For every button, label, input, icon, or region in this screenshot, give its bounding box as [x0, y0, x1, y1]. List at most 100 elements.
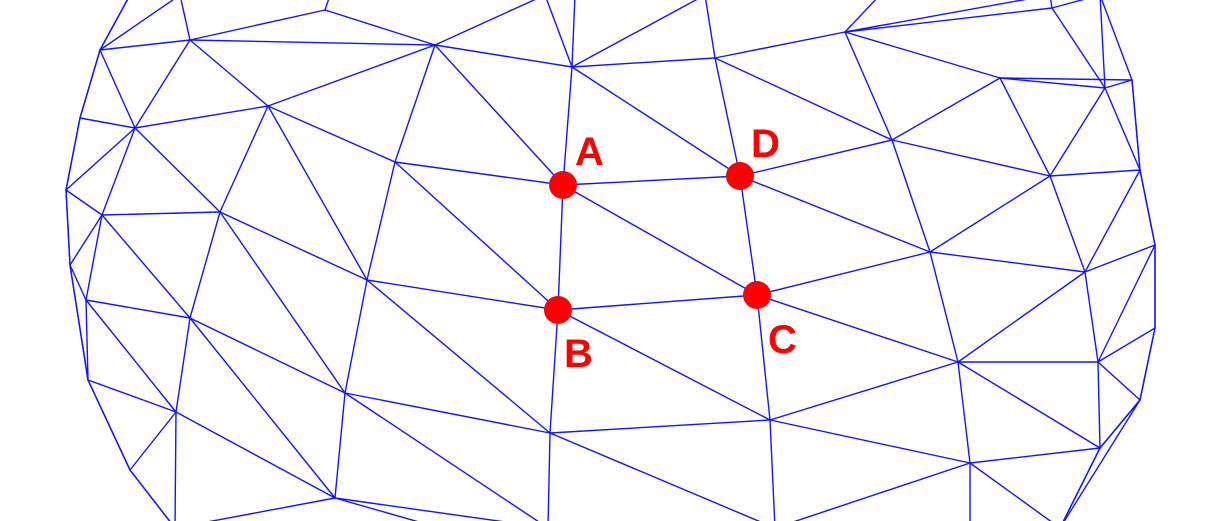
mesh-edges	[65, 0, 1156, 521]
mesh-edge	[549, 309, 559, 434]
mesh-edge	[769, 361, 959, 421]
mesh-edge	[175, 317, 191, 413]
mesh-edge	[1097, 327, 1156, 363]
mesh-edge	[571, 57, 716, 68]
mesh-edge	[99, 39, 191, 51]
mesh-edge	[101, 127, 136, 216]
mesh-edge	[101, 211, 221, 216]
mesh-edge	[1051, 7, 1106, 89]
mesh-edge	[366, 161, 396, 281]
mesh-edge	[87, 379, 177, 413]
mesh-edge	[189, 211, 221, 319]
mesh-edge	[844, 7, 1053, 33]
mesh-edge	[891, 77, 1001, 141]
mesh-edge	[134, 127, 221, 213]
mesh-edge	[174, 411, 177, 521]
mesh-edge	[189, 317, 346, 394]
mesh-edge	[1104, 79, 1133, 89]
mesh-edge	[175, 411, 336, 499]
mesh-edge	[999, 77, 1106, 89]
mesh-edge	[891, 139, 931, 253]
label-b: B	[564, 332, 593, 376]
mesh-edge	[99, 49, 136, 129]
mesh-edge	[219, 105, 269, 213]
mesh-edge	[557, 294, 758, 311]
mesh-edge	[344, 279, 368, 394]
mesh-edge	[562, 66, 573, 186]
mesh-edge	[999, 77, 1133, 81]
vertex-b	[544, 296, 572, 324]
mesh-edge	[1104, 87, 1141, 171]
mesh-edge	[557, 184, 564, 311]
mesh-edge	[1049, 169, 1141, 177]
mesh-edge	[180, 0, 191, 41]
mesh-edge	[134, 39, 191, 129]
mesh-edge	[344, 392, 551, 434]
mesh-edge	[571, 0, 698, 68]
mesh-edge	[99, 0, 174, 51]
mesh-edge	[189, 39, 269, 107]
mesh-edge	[69, 264, 87, 301]
mesh-edge	[739, 175, 931, 253]
mesh-edge	[366, 279, 559, 311]
label-d: D	[751, 122, 780, 166]
mesh-edge	[714, 57, 741, 177]
mesh-edge	[969, 462, 1052, 521]
mesh-edge	[1050, 0, 1053, 9]
mesh-edge	[85, 214, 103, 301]
mesh-edge	[562, 175, 741, 186]
sphere-outline	[65, 0, 1156, 521]
mesh-edge	[189, 39, 436, 46]
mesh-edge	[844, 31, 1001, 79]
mesh-edge	[324, 0, 330, 11]
mesh-edge	[79, 117, 136, 129]
mesh-edge	[219, 211, 368, 281]
mesh-edge	[1097, 361, 1141, 401]
mesh-edge	[929, 251, 1086, 273]
mesh-edge	[547, 432, 551, 521]
mesh-edge	[844, 0, 877, 33]
mesh-edge	[334, 392, 346, 499]
label-c: C	[768, 318, 797, 362]
mesh-edge	[562, 184, 758, 296]
mesh-edge	[756, 294, 959, 363]
mesh-edge	[334, 497, 419, 521]
mesh-edge	[394, 161, 559, 311]
mesh-edge	[434, 44, 564, 186]
mesh-edge	[714, 31, 846, 59]
mesh-edge	[129, 411, 177, 471]
vertex-c	[743, 281, 771, 309]
mesh-edge	[189, 9, 326, 41]
mesh-edge	[267, 105, 368, 281]
mesh-edge	[344, 392, 539, 521]
mesh-edge	[324, 9, 436, 46]
mesh-edge	[1084, 271, 1099, 363]
mesh-edge	[969, 447, 1101, 464]
mesh-edge	[557, 309, 771, 421]
mesh-edge	[929, 251, 959, 363]
mesh-edge	[85, 299, 191, 319]
mesh-edge	[546, 0, 573, 68]
mesh-edge	[267, 105, 396, 163]
mesh-edge	[434, 0, 536, 46]
mesh-edge	[189, 317, 336, 499]
mesh-edge	[434, 44, 573, 68]
mesh-edge	[705, 0, 716, 59]
mesh-edge	[714, 57, 893, 141]
mesh-edge	[739, 139, 893, 177]
mesh-edge	[1051, 0, 1085, 9]
mesh-edge	[793, 462, 971, 521]
mesh-edge	[1097, 361, 1101, 449]
mesh-edge	[394, 44, 436, 163]
highlighted-vertices	[544, 162, 771, 324]
mesh-edge	[891, 139, 1051, 177]
mesh-edge	[844, 31, 893, 141]
mesh-edge	[1049, 175, 1086, 273]
mesh-edge	[69, 214, 103, 266]
mesh-edge	[549, 419, 771, 434]
mesh-edge	[929, 175, 1051, 253]
mesh-edge	[769, 419, 971, 464]
mesh-edge	[756, 251, 931, 296]
mesh-edge	[1084, 244, 1156, 273]
